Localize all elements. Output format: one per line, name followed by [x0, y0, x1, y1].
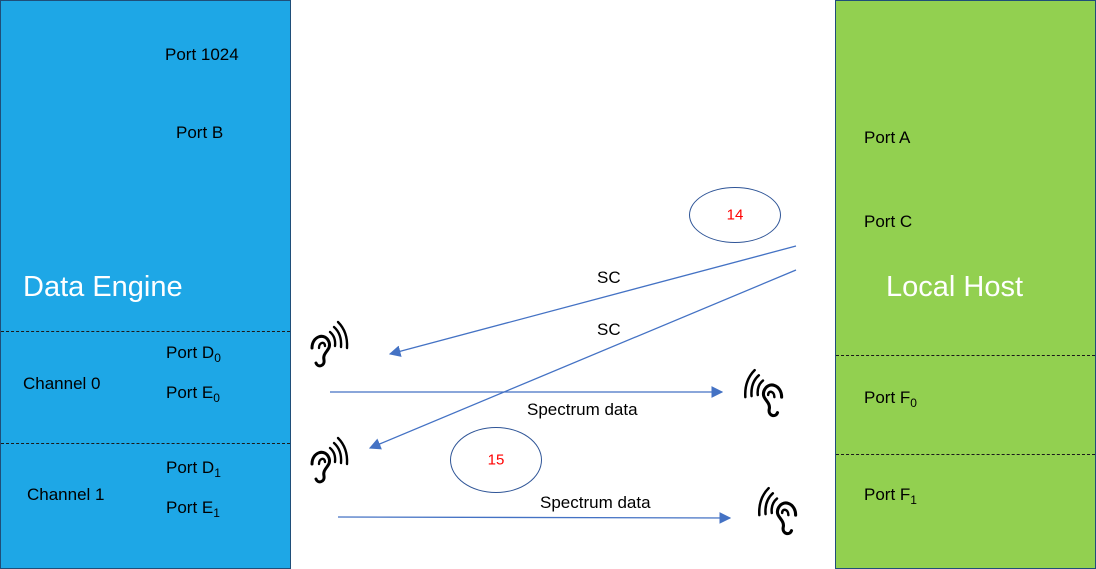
- ear-icon-port-d1: [310, 436, 349, 484]
- spectrum-label-top: Spectrum data: [527, 400, 638, 419]
- local-host-title: Local Host: [886, 271, 1024, 303]
- sc-arrow-bottom: [368, 269, 797, 450]
- spectrum-label-bottom: Spectrum data: [540, 493, 651, 512]
- local-host-panel: Port A Port C Local Host Port F0 Port F1: [835, 0, 1096, 569]
- port-e1-label: Port E1: [166, 498, 220, 520]
- data-engine-title: Data Engine: [23, 271, 183, 303]
- data-engine-panel: Port 1024 Port B Data Engine Channel 0 P…: [0, 0, 291, 569]
- step-15-number: 15: [487, 451, 505, 469]
- port-d1-label: Port D1: [166, 458, 221, 480]
- step-15-circle: 15: [450, 427, 542, 493]
- ear-icon-port-d0: [310, 320, 349, 368]
- sc-label-top: SC: [597, 268, 621, 287]
- step-14-circle: 14: [689, 187, 781, 243]
- channel0-divider: [1, 331, 290, 332]
- port-f1-label: Port F1: [864, 485, 917, 507]
- sc-arrow-top: [388, 245, 797, 357]
- spectrum-arrow-bottom: [337, 512, 732, 524]
- port-e0-label: Port E0: [166, 383, 220, 405]
- port-f0-divider: [836, 355, 1095, 356]
- channel1-label: Channel 1: [27, 485, 105, 504]
- port-f1-divider: [836, 454, 1095, 455]
- channel1-divider: [1, 443, 290, 444]
- port-1024-label: Port 1024: [165, 45, 239, 64]
- port-a-label: Port A: [864, 128, 911, 147]
- channel0-label: Channel 0: [23, 374, 101, 393]
- port-f0-label: Port F0: [864, 388, 917, 410]
- port-d0-label: Port D0: [166, 343, 221, 365]
- ear-icon-port-f1: [758, 486, 798, 536]
- ear-icon-port-f0: [744, 368, 784, 418]
- port-b-label: Port B: [176, 123, 224, 142]
- sc-label-bottom: SC: [597, 320, 621, 339]
- port-c-label: Port C: [864, 212, 913, 231]
- step-14-number: 14: [726, 206, 744, 224]
